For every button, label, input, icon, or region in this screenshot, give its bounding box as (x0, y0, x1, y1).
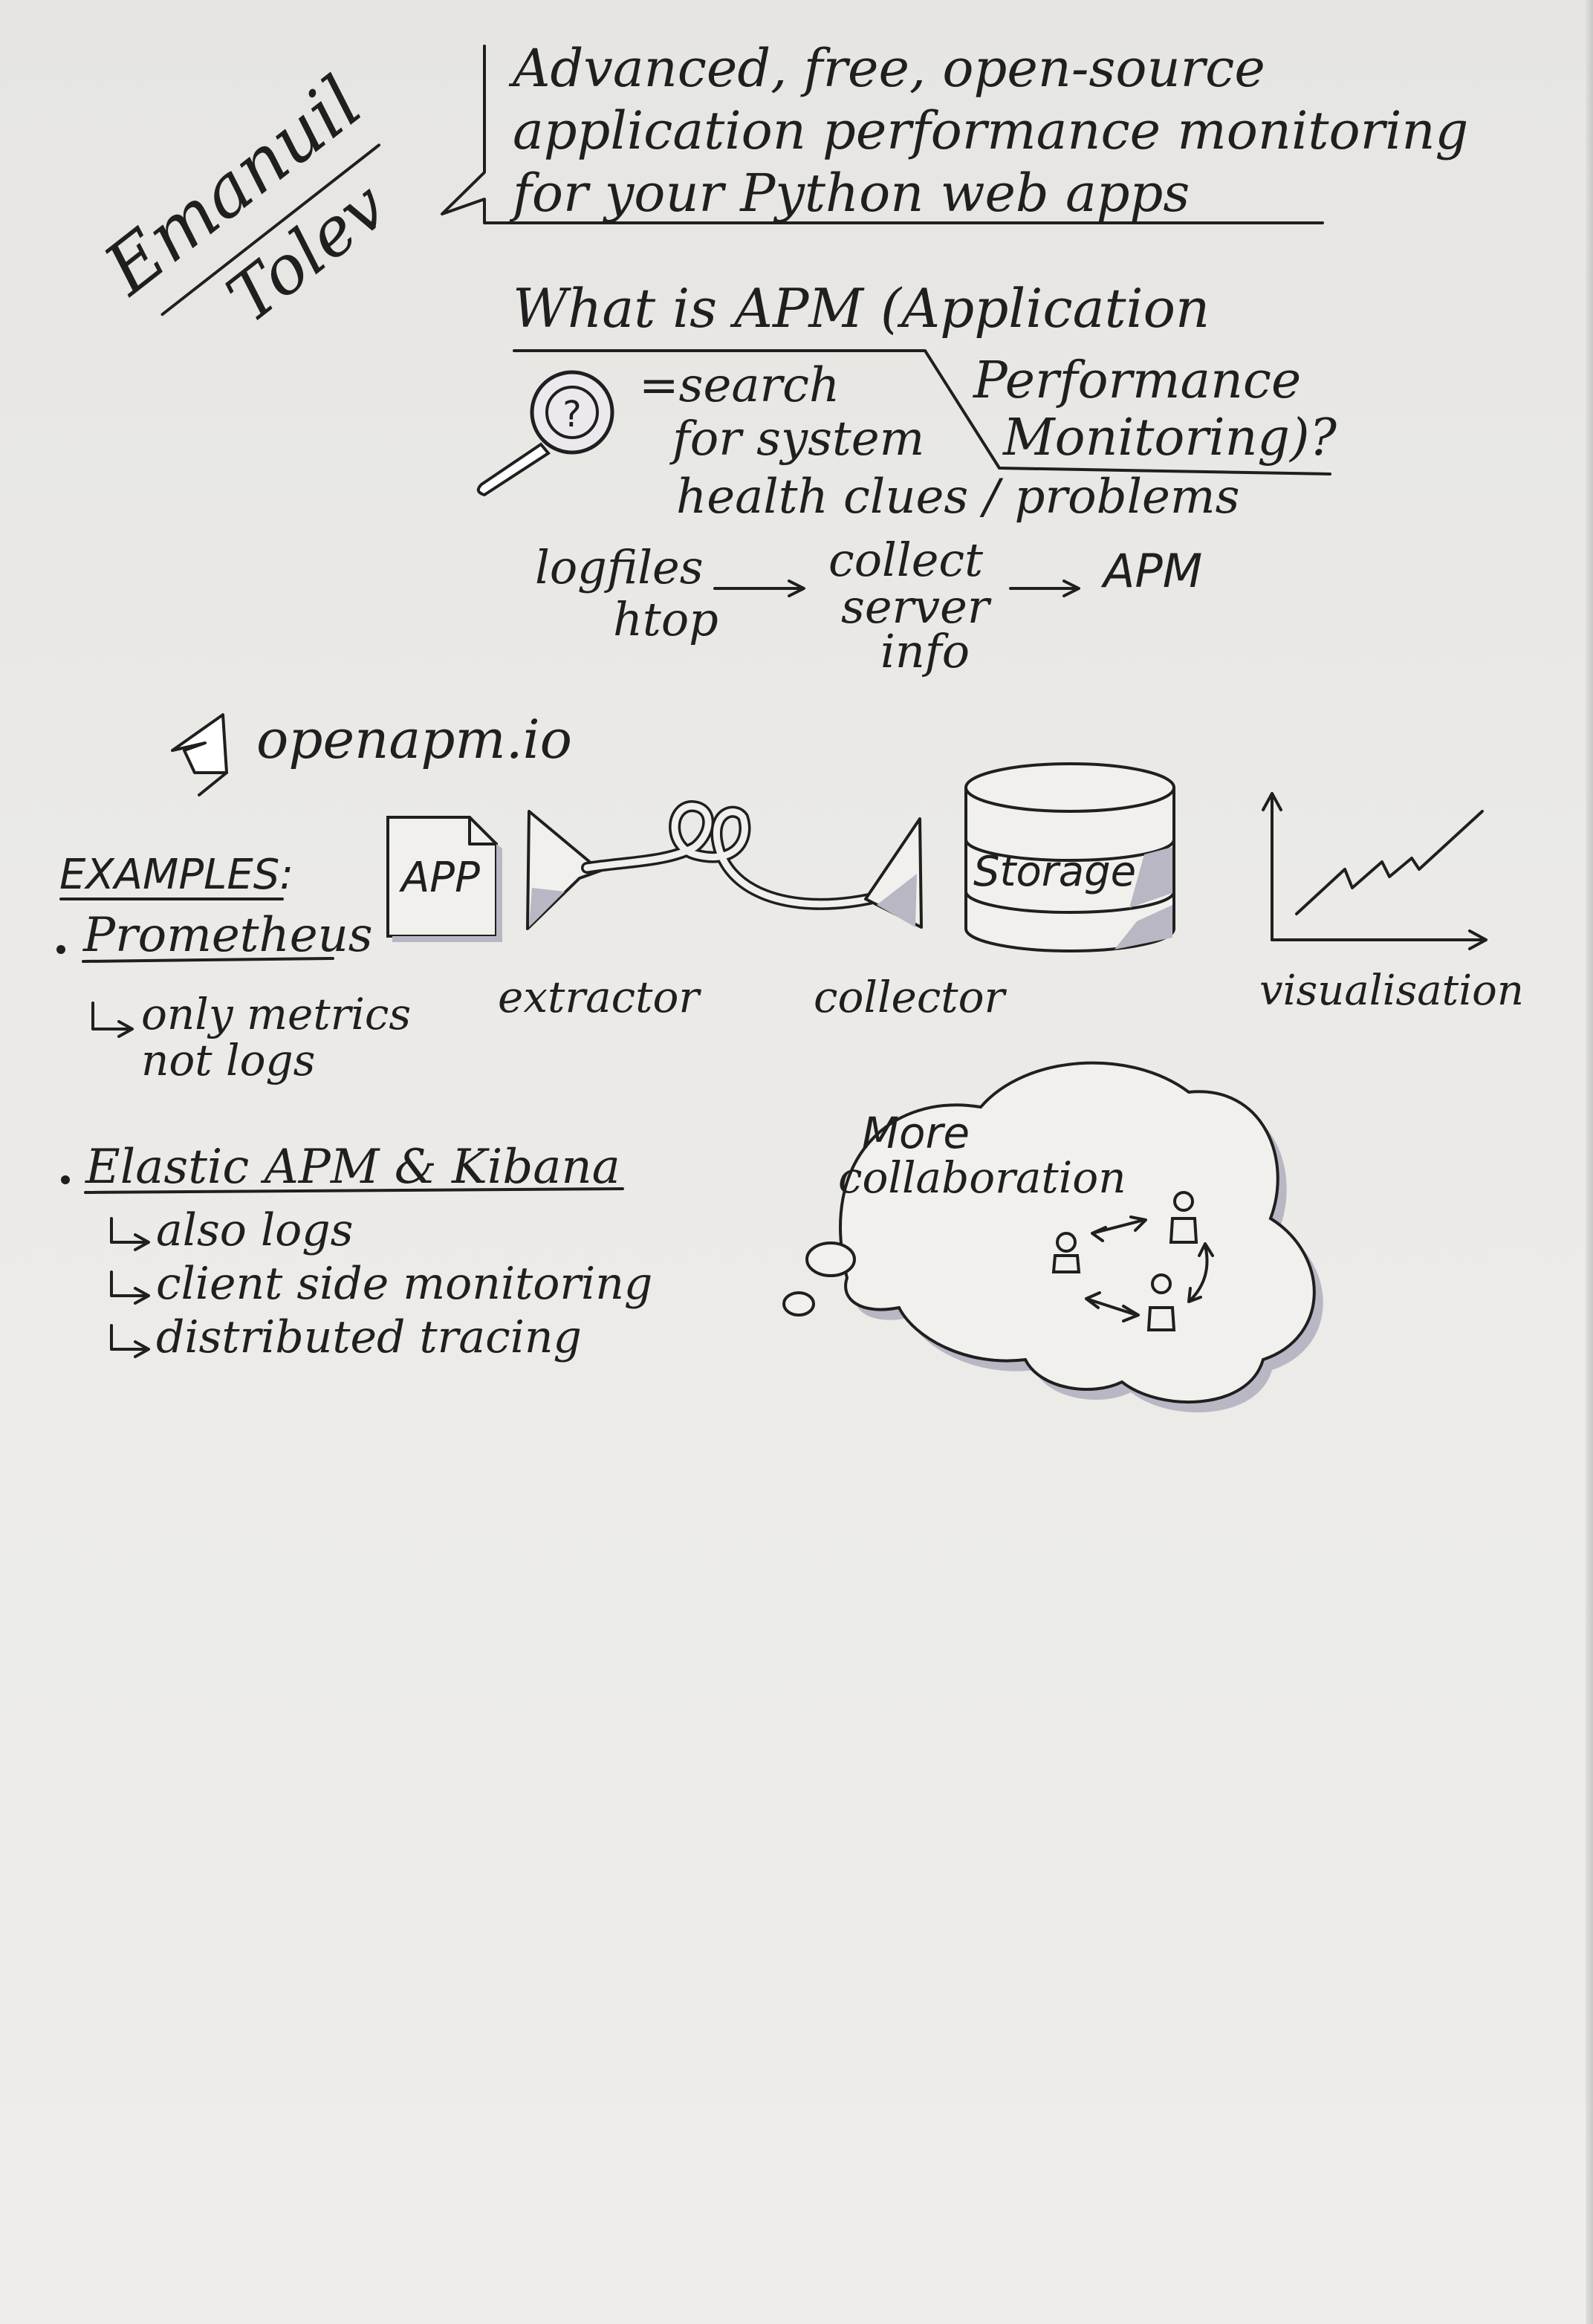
pipeline-collector-label: collector (814, 972, 1008, 1022)
cursor-arrow-icon (171, 713, 228, 796)
elastic-note-1: also logs (156, 1204, 353, 1256)
thought-cloud (782, 1061, 1323, 1413)
svg-text:?: ? (562, 394, 581, 435)
intro-line-3: for your Python web apps (509, 163, 1190, 224)
elastic-sub-arrow-icon-3 (110, 1324, 150, 1358)
elastic-note-3: distributed tracing (156, 1311, 582, 1363)
elastic-sub-arrow-icon-2 (110, 1270, 150, 1305)
storage-cylinder-icon (964, 762, 1175, 952)
examples-heading: EXAMPLES: (59, 851, 293, 899)
question-underline (513, 349, 1331, 475)
flow-server: server (841, 580, 992, 634)
intro-line-2: application performance monitoring (513, 100, 1468, 161)
search-def-line-2: for system (669, 412, 924, 467)
line-chart-icon (1262, 792, 1487, 950)
prometheus-note-1: only metrics (141, 989, 411, 1039)
prometheus-note-2: not logs (141, 1035, 315, 1085)
question-line-3: Monitoring)? (1002, 409, 1337, 467)
extractor-collector-pipe (526, 799, 923, 930)
author-underline (160, 143, 381, 317)
cloud-line-2: collaboration (838, 1152, 1126, 1203)
flow-arrow-1 (713, 580, 805, 597)
flow-htop: htop (613, 592, 718, 646)
pipeline-storage-label: Storage (973, 848, 1136, 896)
magnifier-question-icon: ? (476, 370, 614, 497)
flow-logfiles: logfiles (535, 540, 704, 594)
example-elastic-name: Elastic APM & Kibana (85, 1140, 620, 1195)
author-name: Emanuil Tolev (88, 61, 402, 339)
pipeline-extractor-label: extractor (498, 972, 701, 1022)
paper-edge (1586, 0, 1593, 2324)
question-line-2: Performance (972, 351, 1301, 410)
elastic-note-2: client side monitoring (156, 1258, 652, 1310)
bullet-elastic (61, 1175, 70, 1184)
search-def-line-3: health clues / problems (676, 470, 1239, 525)
search-def-line-1: =search (639, 358, 840, 413)
elastic-underline (84, 1187, 624, 1194)
flow-info: info (880, 624, 970, 678)
flow-collect: collect (828, 533, 983, 587)
intro-bracket (441, 45, 1324, 224)
openapm-link[interactable]: openapm.io (256, 708, 572, 770)
prometheus-underline (82, 957, 334, 963)
flow-arrow-2 (1009, 580, 1080, 597)
cloud-line-1: More (862, 1108, 970, 1158)
people-network-icon (1051, 1191, 1214, 1331)
question-line-1: What is APM (Application (513, 277, 1210, 340)
pipeline-app-label: APP (399, 854, 480, 902)
bullet-prometheus (56, 945, 65, 954)
flow-apm: APM (1100, 544, 1202, 598)
intro-line-1: Advanced, free, open-source (508, 38, 1265, 99)
prometheus-sub-arrow-icon (91, 1002, 134, 1038)
elastic-sub-arrow-icon-1 (110, 1217, 150, 1251)
app-document-icon (386, 816, 502, 942)
example-prometheus-name: Prometheus (82, 908, 373, 963)
pipeline-visualisation-label: visualisation (1259, 967, 1524, 1015)
